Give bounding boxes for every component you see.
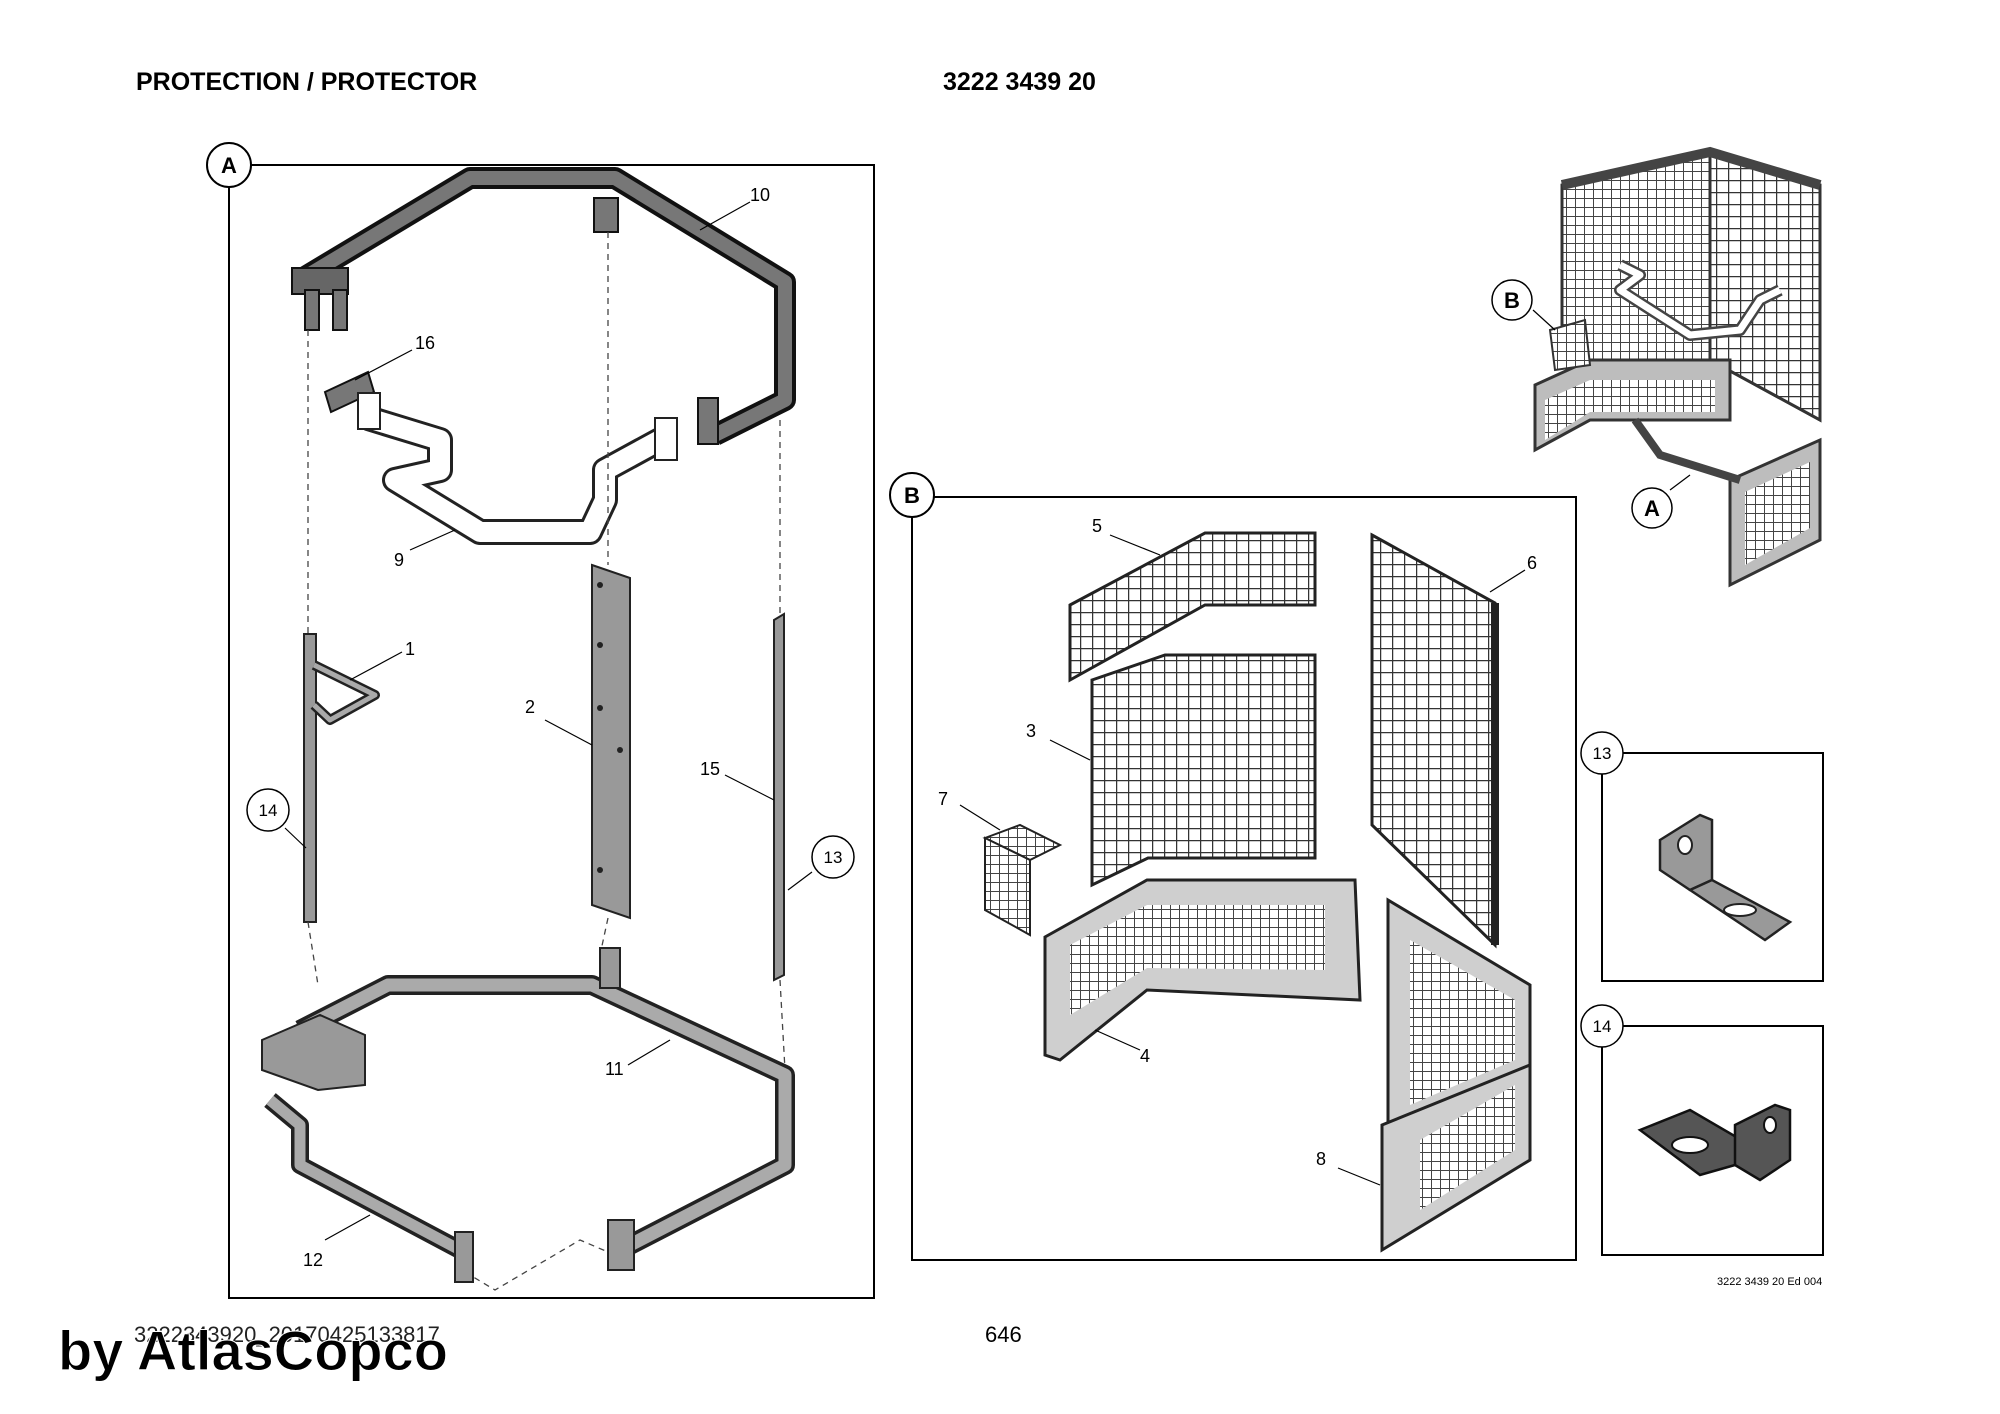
part-5-top-panel	[1068, 531, 1317, 683]
callout-11: 11	[605, 1059, 624, 1079]
assembly-overview	[1533, 146, 1822, 588]
callout-1: 1	[405, 639, 415, 659]
part-8-corner-panel	[1380, 897, 1532, 1253]
detail-13-frame	[1601, 752, 1824, 982]
overview-marker-b: B	[1491, 279, 1556, 331]
view-b-frame	[911, 496, 1577, 1261]
overview-a-label: A	[1644, 496, 1660, 521]
callout-3: 3	[1026, 721, 1036, 741]
callout-16: 16	[415, 333, 435, 353]
svg-text:14: 14	[259, 801, 278, 820]
detail-14-bracket	[1637, 1103, 1792, 1182]
svg-text:14: 14	[1593, 1017, 1612, 1036]
view-b-label: B	[904, 483, 920, 508]
detail-13-bracket	[1658, 813, 1793, 942]
part-number: 3222 3439 20	[943, 68, 1096, 96]
part-6-side-panel	[1370, 532, 1499, 949]
callout-6: 6	[1527, 553, 1537, 573]
part-3-mesh-panel	[1090, 653, 1317, 888]
part-11-bottom-frame	[261, 947, 795, 1271]
brand-watermark: by AtlasCopco	[58, 1319, 449, 1383]
callout-7: 7	[938, 789, 948, 809]
overview-b-label: B	[1504, 288, 1520, 313]
callout-13: 13	[787, 835, 855, 891]
part-12-bar	[264, 1093, 474, 1283]
detail-14-marker: 14	[1580, 1004, 1624, 1048]
page-number: 646	[985, 1322, 1022, 1347]
part-1-post	[303, 633, 380, 923]
alignment-lines	[307, 232, 786, 1291]
callout-15: 15	[700, 759, 720, 779]
overview-marker-a: A	[1631, 474, 1691, 529]
drawing-reference: 3222 3439 20 Ed 004	[1717, 1276, 1823, 1288]
callout-12: 12	[303, 1250, 323, 1270]
svg-text:13: 13	[824, 848, 843, 867]
view-b-marker: B	[889, 472, 935, 518]
view-a-frame	[228, 164, 875, 1299]
callout-9: 9	[394, 550, 404, 570]
callout-4: 4	[1140, 1046, 1150, 1066]
callout-2: 2	[525, 697, 535, 717]
part-7-block	[982, 823, 1063, 937]
page-title: PROTECTION / PROTECTOR	[136, 68, 478, 96]
view-a-label: A	[221, 153, 237, 178]
part-2-post	[591, 563, 631, 920]
detail-14-frame	[1601, 1025, 1824, 1256]
callout-10: 10	[750, 185, 770, 205]
callout-8: 8	[1316, 1149, 1326, 1169]
callout-14: 14	[246, 788, 307, 849]
part-4-lower-panel	[1043, 878, 1362, 1062]
svg-text:13: 13	[1593, 744, 1612, 763]
callout-5: 5	[1092, 516, 1102, 536]
part-9-bracket	[357, 392, 678, 545]
part-15-post	[773, 612, 785, 982]
detail-13-marker: 13	[1580, 731, 1624, 775]
document-code: 3222343920_20170425133817	[134, 1322, 440, 1347]
view-a-marker: A	[206, 142, 252, 188]
